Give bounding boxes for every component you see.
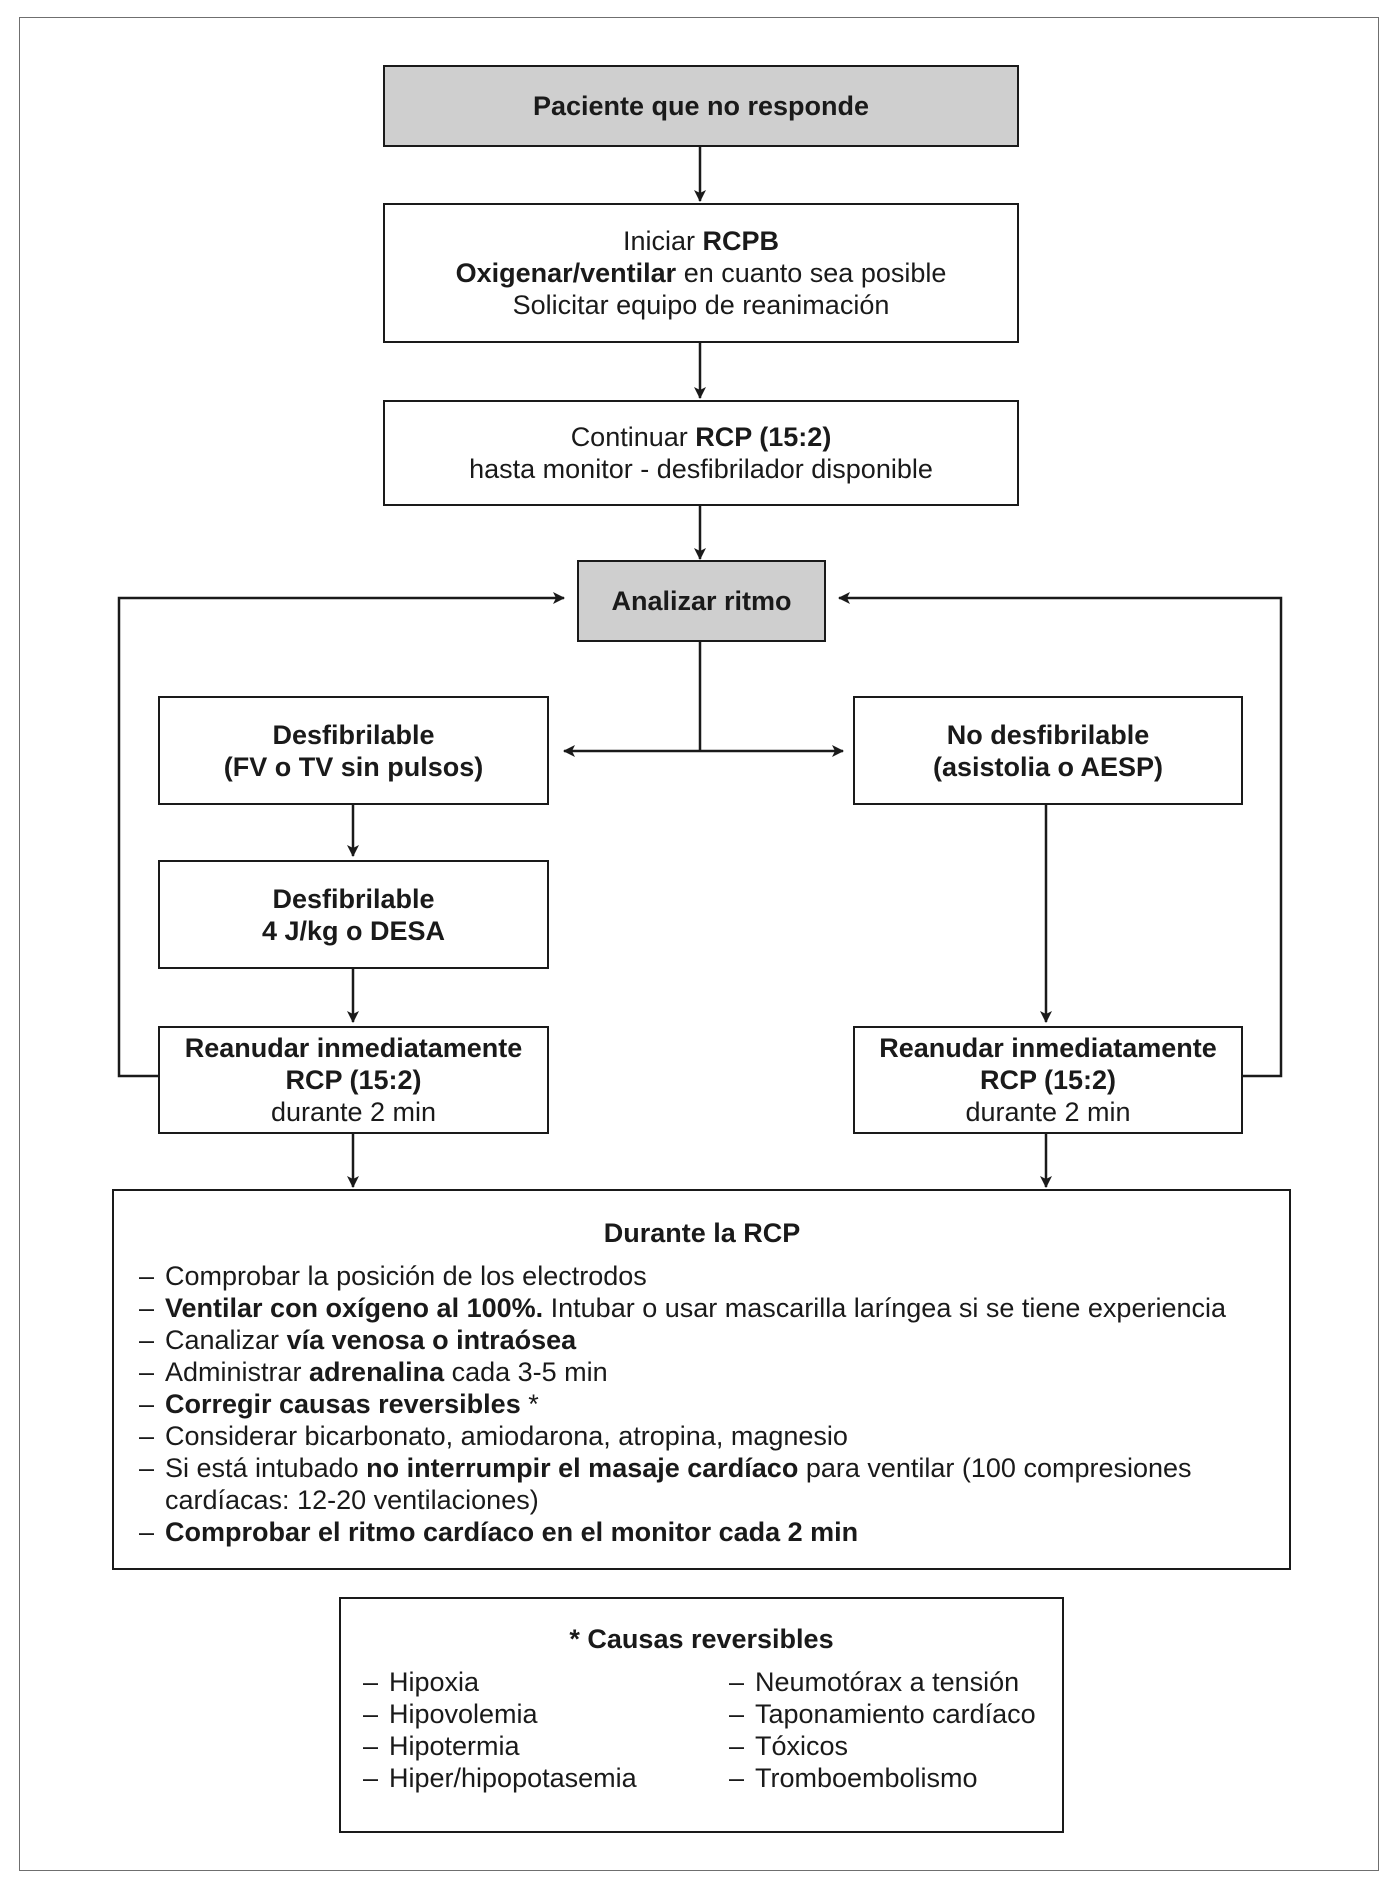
box-nonshockable: No desfibrilable (asistolia o AESP) [853,696,1243,805]
resume-left-line-1: Reanudar inmediatamente [184,1033,523,1063]
cause-item: –Neumotórax a tensión [729,1667,1020,1697]
during-item: –Ventilar con oxígeno al 100%. Intubar o… [139,1293,1226,1323]
resume-right-line-3: durante 2 min [965,1097,1131,1127]
during-item: –Corregir causas reversibles * [139,1389,539,1419]
continue-line-2: hasta monitor - desfibrilador disponible [469,454,933,484]
causes-column-left: –Hipoxia –Hipovolemia –Hipotermia –Hiper… [363,1666,729,1794]
during-item: –Comprobar el ritmo cardíaco en el monit… [139,1517,859,1547]
box-continue-cpr: Continuar RCP (15:2) hasta monitor - des… [383,400,1019,506]
causes-title: * Causas reversibles [569,1624,834,1654]
box-reversible-causes: * Causas reversibles –Hipoxia –Hipovolem… [339,1597,1064,1833]
nonshockable-line-2: (asistolia o AESP) [932,751,1164,782]
box-shock-dose: Desfibrilable 4 J/kg o DESA [158,860,549,969]
during-title: Durante la RCP [603,1218,801,1248]
resume-right-line-1: Reanudar inmediatamente [879,1033,1217,1063]
nonshockable-line-1: No desfibrilable [946,719,1150,750]
init-line-3: Solicitar equipo de reanimación [512,290,890,320]
start-label: Paciente que no responde [532,91,870,121]
cause-item: –Hiper/hipopotasemia [363,1763,637,1793]
box-resume-cpr-right: Reanudar inmediatamente RCP (15:2) duran… [853,1026,1243,1134]
during-item: –Considerar bicarbonato, amiodarona, atr… [139,1421,848,1451]
shockable-line-1: Desfibrilable [272,719,435,750]
cause-item: –Tóxicos [729,1731,849,1761]
loop-right-to-analyze [838,592,1283,1078]
resume-right-line-2: RCP (15:2) [979,1065,1117,1095]
analyze-label: Analizar ritmo [611,586,792,616]
loop-left-to-analyze [117,592,565,1078]
cause-item: –Tromboembolismo [729,1763,978,1793]
causes-columns: –Hipoxia –Hipovolemia –Hipotermia –Hiper… [363,1666,1040,1794]
during-item: –Administrar adrenalina cada 3-5 min [139,1357,608,1387]
figure-frame [19,17,1379,1871]
box-during-cpr: Durante la RCP –Comprobar la posición de… [112,1189,1291,1570]
box-start-bls: Iniciar RCPB Oxigenar/ventilar en cuanto… [383,203,1019,343]
causes-column-right: –Neumotórax a tensión –Taponamiento card… [729,1666,1040,1794]
init-line-1: Iniciar RCPB [622,226,780,256]
during-item: –Si está intubado no interrumpir el masa… [139,1453,1192,1515]
continue-line-1: Continuar RCP (15:2) [570,422,832,452]
during-item: –Comprobar la posición de los electrodos [139,1261,647,1291]
box-shockable: Desfibrilable (FV o TV sin pulsos) [158,696,549,805]
cause-item: –Hipoxia [363,1667,480,1697]
box-resume-cpr-left: Reanudar inmediatamente RCP (15:2) duran… [158,1026,549,1134]
cause-item: –Hipotermia [363,1731,520,1761]
shock-line-2: 4 J/kg o DESA [261,915,446,946]
shock-line-1: Desfibrilable [272,883,435,914]
box-analyze-rhythm: Analizar ritmo [577,560,826,642]
init-line-2: Oxigenar/ventilar en cuanto sea posible [455,258,947,288]
cause-item: –Hipovolemia [363,1699,538,1729]
cause-item: –Taponamiento cardíaco [729,1699,1036,1729]
resume-left-line-2: RCP (15:2) [285,1065,422,1095]
resume-left-line-3: durante 2 min [270,1097,437,1127]
shockable-line-2: (FV o TV sin pulsos) [223,751,484,782]
box-unresponsive-patient: Paciente que no responde [383,65,1019,147]
during-item: –Canalizar vía venosa o intraósea [139,1325,577,1355]
